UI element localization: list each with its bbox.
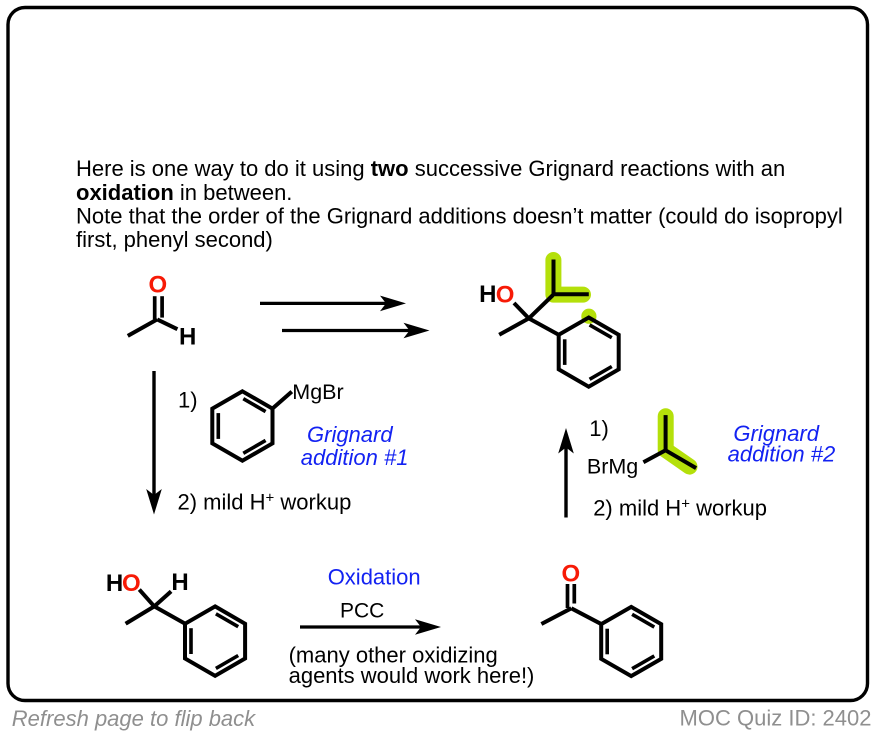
svg-text:agents would work here!): agents would work here!)	[289, 663, 535, 688]
svg-text:H: H	[179, 324, 196, 351]
svg-text:oxidation in between.: oxidation in between.	[76, 180, 292, 205]
svg-text:H: H	[479, 281, 496, 308]
svg-text:2) mild H+ workup: 2) mild H+ workup	[593, 496, 767, 521]
svg-text:Oxidation: Oxidation	[328, 565, 421, 590]
svg-text:first, phenyl second): first, phenyl second)	[76, 227, 273, 252]
svg-text:MgBr: MgBr	[292, 380, 343, 404]
svg-text:Note that the order of the Gri: Note that the order of the Grignard addi…	[76, 203, 843, 228]
svg-text:MOC Quiz ID: 2402: MOC Quiz ID: 2402	[680, 706, 872, 731]
svg-text:O: O	[561, 561, 580, 588]
svg-text:1): 1)	[178, 388, 198, 413]
svg-text:(many other oxidizing: (many other oxidizing	[289, 642, 498, 667]
svg-text:O: O	[496, 282, 515, 309]
svg-text:Grignard: Grignard	[733, 421, 819, 446]
svg-text:O: O	[122, 570, 141, 597]
svg-text:BrMg: BrMg	[587, 454, 638, 478]
svg-text:2) mild H+ workup: 2) mild H+ workup	[178, 490, 352, 515]
svg-text:O: O	[148, 272, 167, 299]
svg-text:PCC: PCC	[340, 600, 384, 623]
svg-text:addition #1: addition #1	[301, 445, 409, 470]
svg-text:H: H	[171, 569, 188, 596]
svg-text:Here is one way to do it using: Here is one way to do it using two succe…	[76, 156, 785, 181]
svg-text:addition #2: addition #2	[728, 442, 836, 467]
svg-text:1): 1)	[589, 416, 609, 441]
svg-text:H: H	[106, 570, 123, 597]
svg-text:Refresh page to flip back: Refresh page to flip back	[12, 706, 256, 731]
svg-text:Grignard: Grignard	[307, 422, 393, 447]
